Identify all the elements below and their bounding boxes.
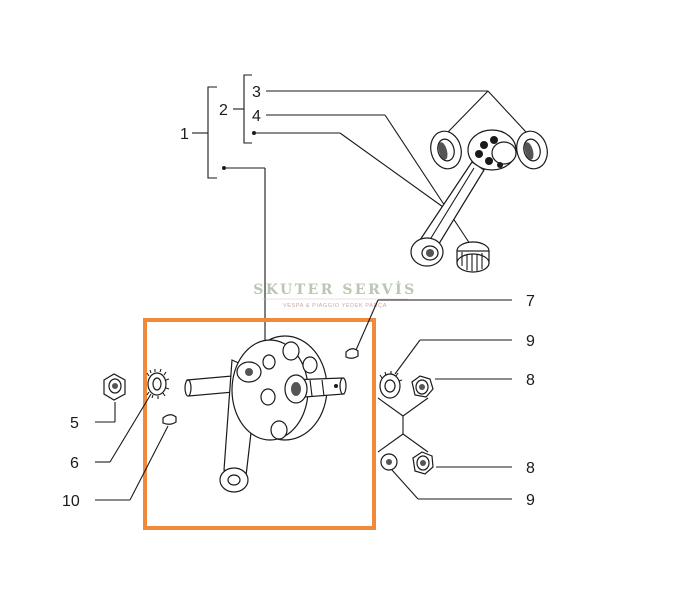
branch-lines	[377, 397, 429, 453]
leader-lines	[226, 90, 527, 345]
callout-9-bottom: 9	[526, 492, 535, 509]
part-washer-9-top	[379, 339, 512, 399]
part-washer-9-bottom	[380, 453, 512, 500]
bracket-group-1	[192, 74, 256, 179]
callout-8-bottom: 8	[526, 460, 535, 477]
bearing-ring-left	[430, 130, 462, 170]
part-nut-8-top	[411, 375, 512, 398]
callout-10: 10	[62, 493, 80, 510]
callout-8-top: 8	[526, 372, 535, 389]
part-nut-5	[95, 373, 126, 423]
part-key-10	[95, 414, 177, 501]
callout-6: 6	[70, 455, 79, 472]
part-key-7	[345, 299, 512, 359]
bearing-ring-right	[516, 130, 548, 170]
crankshaft-highlight-box	[143, 318, 376, 530]
callout-2: 2	[219, 102, 228, 119]
callout-7: 7	[526, 293, 535, 310]
watermark: SKUTER SERVİS VESPA & PIAGGIO YEDEK PARÇ…	[253, 279, 417, 309]
callout-1: 1	[180, 126, 189, 143]
big-end-bearing	[467, 129, 517, 171]
part-washer-6	[95, 368, 170, 463]
watermark-subtitle: VESPA & PIAGGIO YEDEK PARÇA	[283, 303, 387, 309]
crankshaft	[184, 335, 347, 493]
callout-3: 3	[252, 84, 261, 101]
needle-roller-cage	[456, 241, 490, 273]
callout-4: 4	[252, 108, 261, 125]
callout-numbers: 1 2 3 4 5 6 10 7 9 8 8 9	[62, 84, 535, 510]
small-end	[410, 237, 444, 267]
part-nut-8-bottom	[412, 451, 512, 475]
callout-9-top: 9	[526, 333, 535, 350]
watermark-title: SKUTER SERVİS	[253, 279, 417, 298]
connecting-rod-assembly	[410, 129, 548, 273]
callout-5: 5	[70, 415, 79, 432]
